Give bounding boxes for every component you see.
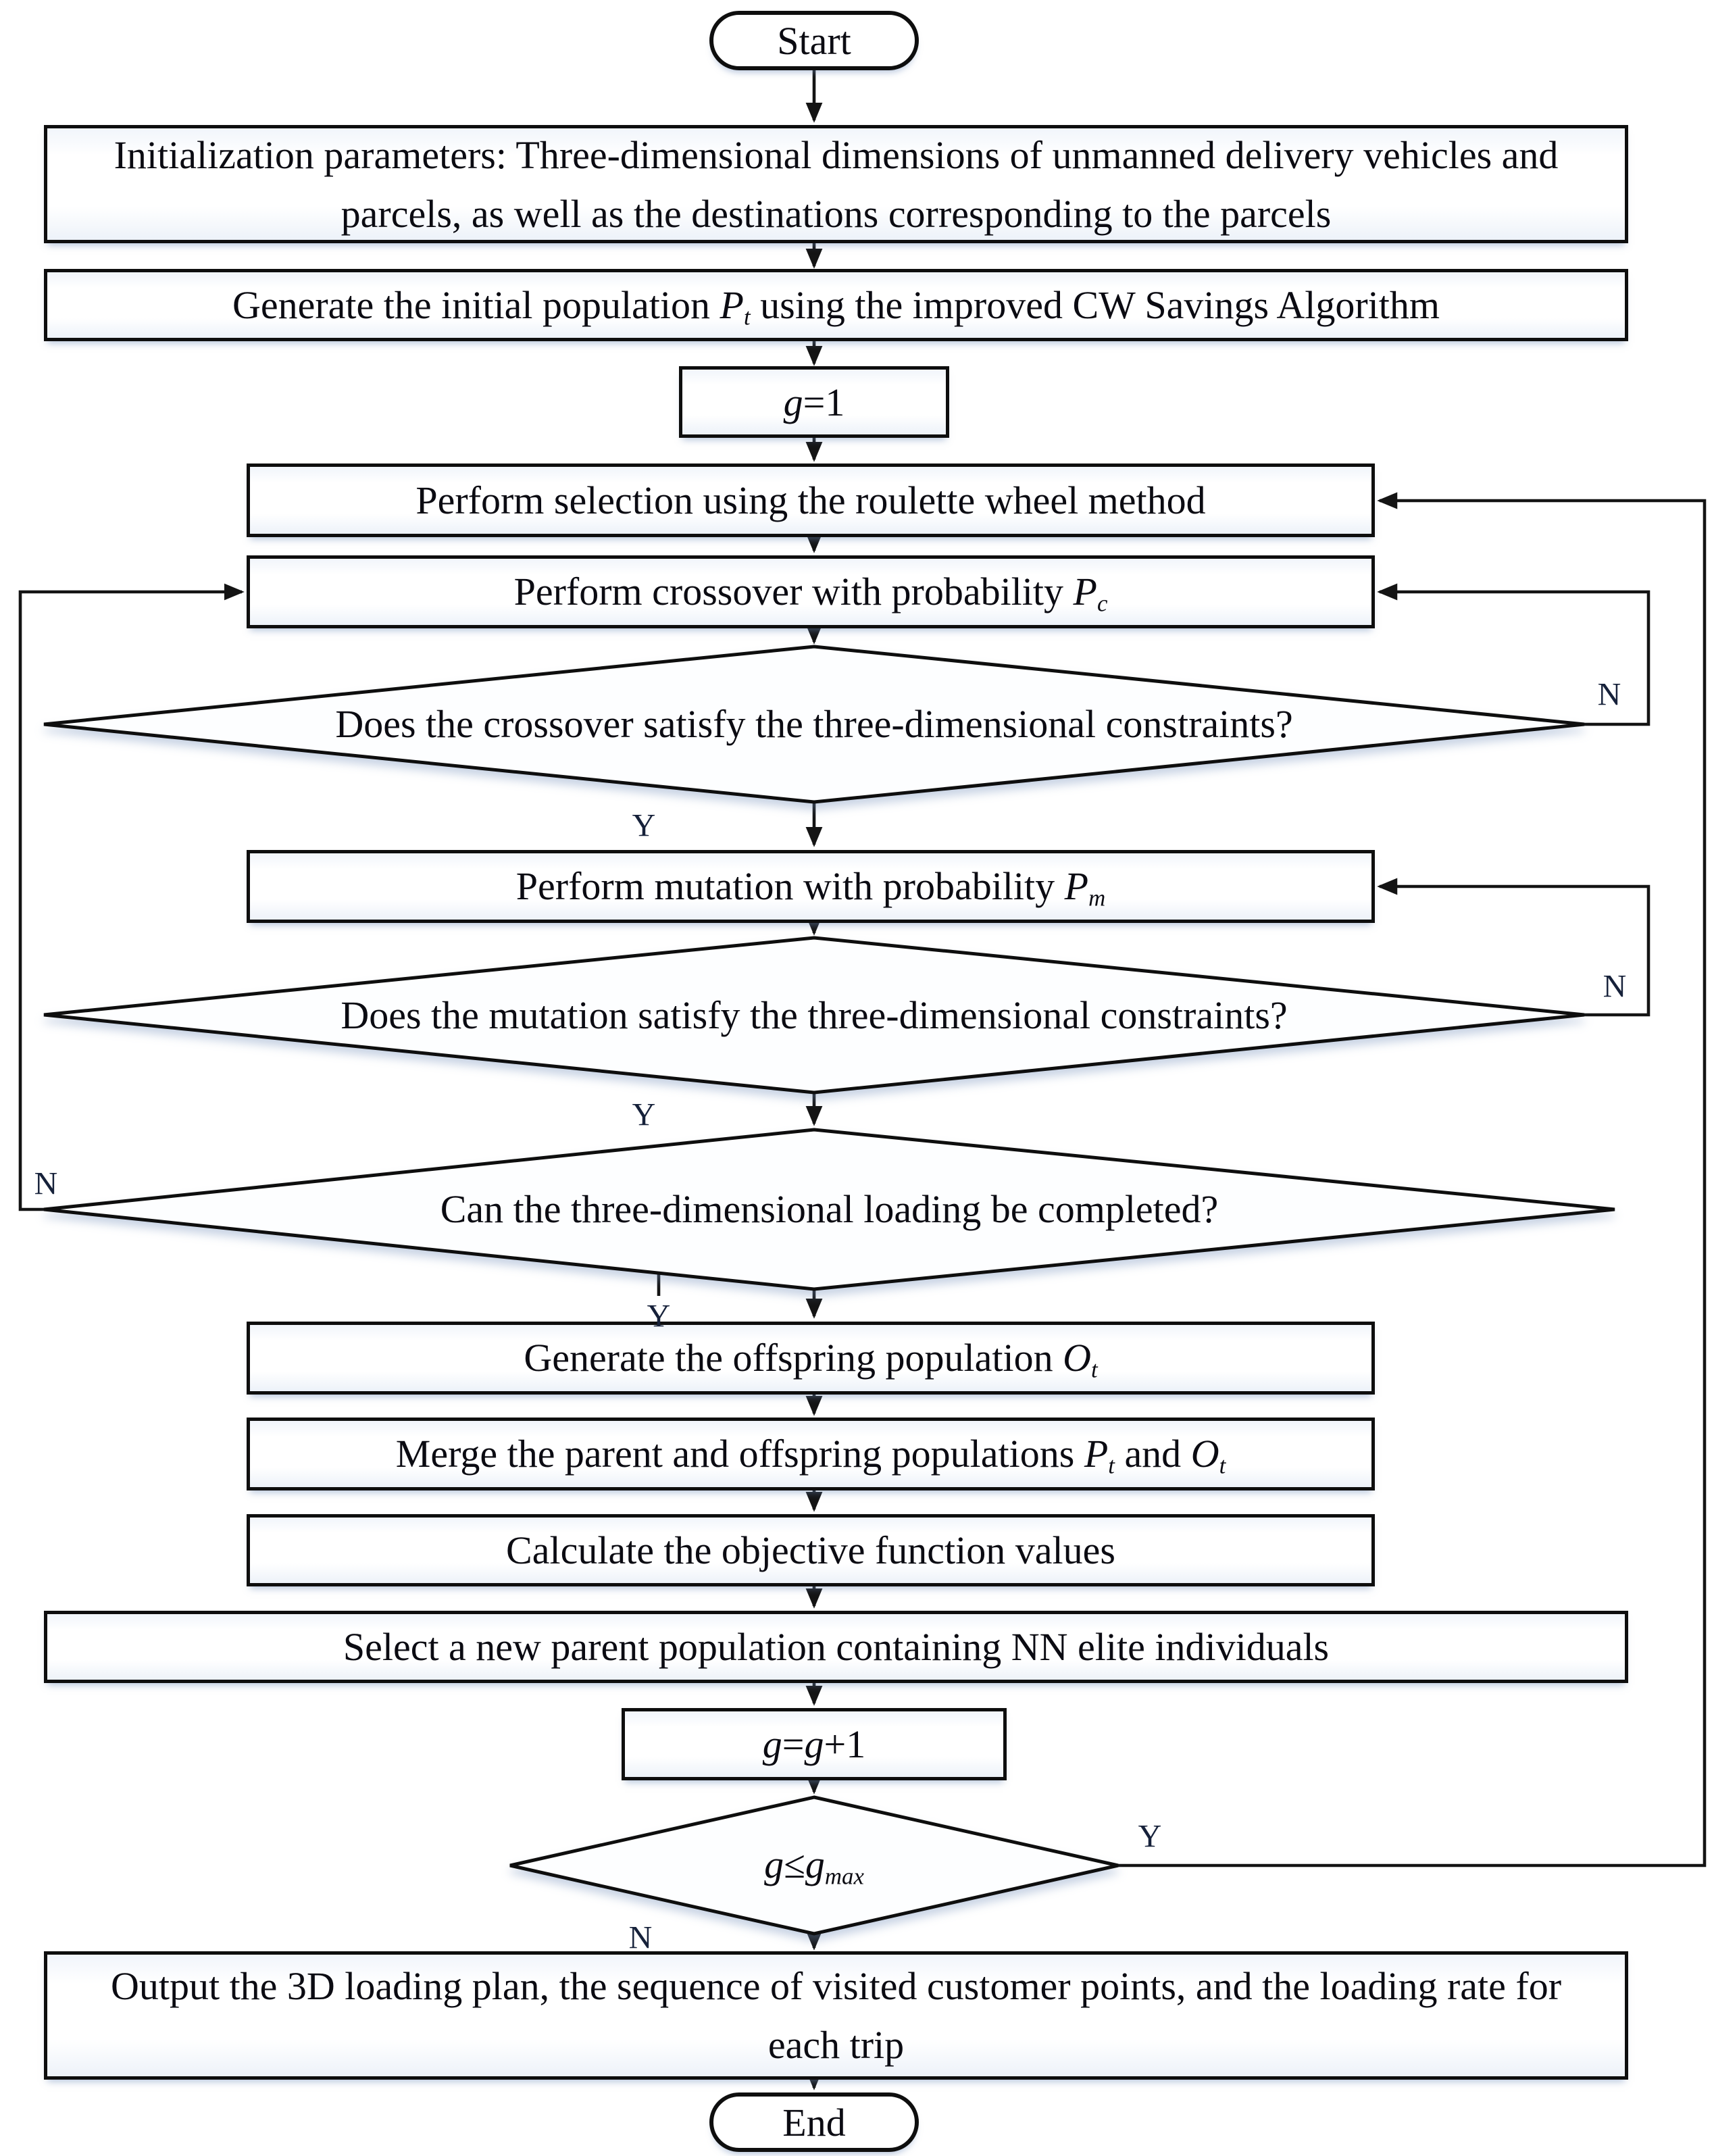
- generation-check-no-label: N: [628, 1920, 653, 1956]
- loop-loadingcheck-no-to-crossover: [18, 583, 245, 1211]
- end-label: End: [782, 2100, 846, 2145]
- merge-populations-step: Merge the parent and offspring populatio…: [247, 1418, 1375, 1490]
- mutation-label: Perform mutation with probability Pm: [515, 864, 1106, 911]
- end-terminal: End: [709, 2092, 919, 2152]
- mutation-step: Perform mutation with probability Pm: [247, 850, 1375, 923]
- start-terminal: Start: [709, 11, 919, 70]
- mutation-check-yes-label: Y: [632, 1097, 656, 1133]
- crossover-label: Perform crossover with probability Pc: [513, 570, 1108, 617]
- start-label: Start: [777, 18, 851, 63]
- initialization-label: Initialization parameters: Three-dimensi…: [114, 132, 1559, 236]
- loading-check-yes-label: Y: [647, 1298, 671, 1334]
- objective-function-label: Calculate the objective function values: [506, 1528, 1115, 1572]
- loop-generationcheck-yes-to-selection: [1118, 492, 1707, 1867]
- crossover-check-diamond: [43, 645, 1585, 804]
- loading-check-diamond: [43, 1128, 1615, 1291]
- select-parent-population-label: Select a new parent population containin…: [343, 1625, 1330, 1669]
- loop-mutationcheck-no-to-mutation: [1377, 878, 1650, 1017]
- increment-generation-label: g=g+1: [762, 1722, 866, 1766]
- crossover-step: Perform crossover with probability Pc: [247, 555, 1375, 628]
- set-generation-counter-label: g=1: [783, 380, 845, 424]
- mutation-check-diamond: [43, 936, 1585, 1095]
- crossover-check-no-label: N: [1597, 676, 1621, 713]
- select-parent-population-step: Select a new parent population containin…: [44, 1611, 1628, 1683]
- increment-generation-step: g=g+1: [622, 1708, 1007, 1780]
- generate-offspring-label: Generate the offspring population Ot: [524, 1336, 1098, 1383]
- selection-label: Perform selection using the roulette whe…: [415, 478, 1206, 522]
- output-step: Output the 3D loading plan, the sequence…: [44, 1951, 1628, 2080]
- generate-offspring-step: Generate the offspring population Ot: [247, 1322, 1375, 1395]
- selection-step: Perform selection using the roulette whe…: [247, 463, 1375, 537]
- mutation-check-no-label: N: [1603, 968, 1627, 1005]
- loading-check-no-label: N: [34, 1165, 58, 1202]
- output-label: Output the 3D loading plan, the sequence…: [110, 1964, 1562, 2067]
- generate-initial-population-step: Generate the initial population Pt using…: [44, 269, 1628, 341]
- crossover-check-yes-label: Y: [632, 807, 656, 844]
- objective-function-step: Calculate the objective function values: [247, 1514, 1375, 1586]
- set-generation-counter-step: g=1: [679, 366, 949, 438]
- merge-populations-label: Merge the parent and offspring populatio…: [395, 1432, 1226, 1479]
- generation-check-diamond: [509, 1795, 1119, 1936]
- initialization-step: Initialization parameters: Three-dimensi…: [44, 125, 1628, 243]
- generation-check-yes-label: Y: [1138, 1818, 1162, 1855]
- loop-crossovercheck-no-to-crossover: [1377, 583, 1650, 726]
- generate-initial-population-label: Generate the initial population Pt using…: [232, 282, 1440, 330]
